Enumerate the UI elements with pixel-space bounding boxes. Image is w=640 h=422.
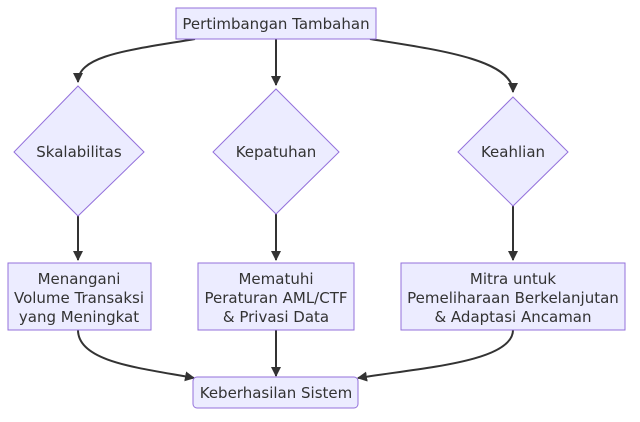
edge-box1-to-bottom <box>77 329 195 382</box>
process-mitra-pemeliharaan: Mitra untuk Pemeliharaan Berkelanjutan &… <box>400 262 626 331</box>
decision-label: Keahlian <box>481 143 545 161</box>
node-pertimbangan-tambahan: Pertimbangan Tambahan <box>175 7 377 40</box>
process-line: yang Meningkat <box>19 308 139 326</box>
decision-keahlian: Keahlian <box>457 96 569 207</box>
process-line: Pemeliharaan Berkelanjutan <box>407 289 619 307</box>
decision-skalabilitas: Skalabilitas <box>13 85 145 217</box>
node-label: Keberhasilan Sistem <box>200 384 353 402</box>
decision-label: Skalabilitas <box>36 143 122 161</box>
edge-top-to-skalabilitas <box>73 38 196 83</box>
decision-label: Kepatuhan <box>236 143 317 161</box>
process-line: & Privasi Data <box>223 308 329 326</box>
node-label: Pertimbangan Tambahan <box>182 15 369 33</box>
process-line: Menangani <box>38 270 121 288</box>
process-line: & Adaptasi Ancaman <box>434 308 591 326</box>
process-line: Mematuhi <box>238 270 313 288</box>
decision-kepatuhan: Kepatuhan <box>212 88 340 215</box>
process-line: Mitra untuk <box>470 270 557 288</box>
process-mematuhi-peraturan: Mematuhi Peraturan AML/CTF & Privasi Dat… <box>197 262 355 331</box>
edge-top-to-keahlian <box>369 38 518 93</box>
edge-box3-to-bottom <box>357 329 514 382</box>
node-keberhasilan-sistem: Keberhasilan Sistem <box>192 376 359 409</box>
process-line: Volume Transaksi <box>14 289 144 307</box>
process-line: Peraturan AML/CTF <box>205 289 348 307</box>
process-menangani-volume: Menangani Volume Transaksi yang Meningka… <box>7 262 152 331</box>
